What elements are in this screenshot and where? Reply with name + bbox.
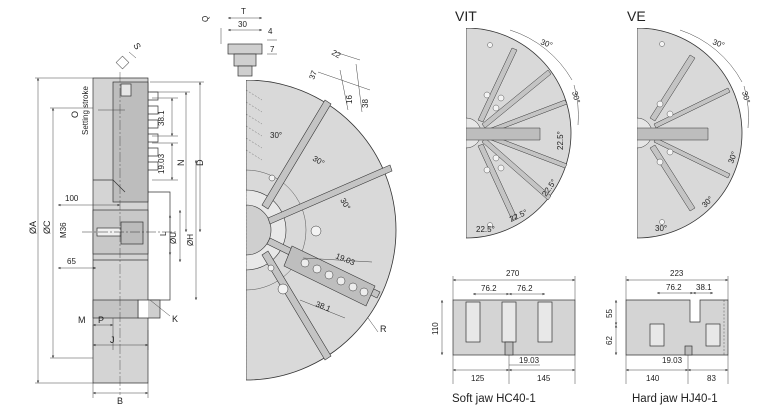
- soft-dim-270: 270: [506, 269, 520, 278]
- vit-angle-30-b: 30°: [570, 90, 582, 104]
- vit-angle-22-5-d: 22.5°: [476, 225, 495, 234]
- soft-dim-110: 110: [431, 322, 440, 335]
- dim-19-03: 19.03: [157, 153, 166, 174]
- dim-m: M: [78, 315, 86, 325]
- label-setting-stroke: Setting stroke: [81, 86, 90, 135]
- hard-jaw-drawing: 223 76.2 38.1 55 62 19.03 140 83 Hard ja…: [605, 269, 729, 405]
- ve-angle-30-b: 30°: [740, 90, 752, 104]
- section-labels: ØA ØC 100 M36 65 M P J B K S O Setting s…: [28, 41, 205, 406]
- hard-dim-38-1: 38.1: [696, 283, 712, 292]
- soft-dim-76-2-b: 76.2: [517, 284, 533, 293]
- dim-b: B: [117, 396, 123, 406]
- dim-k: K: [172, 314, 178, 324]
- dim-100: 100: [65, 194, 79, 203]
- hard-dim-62: 62: [605, 336, 614, 345]
- hard-dim-140: 140: [646, 374, 660, 383]
- angle-30-a: 30°: [270, 131, 282, 140]
- section-dimensions: [35, 51, 204, 398]
- dim-65: 65: [67, 257, 76, 266]
- dim-38: 38: [361, 99, 370, 108]
- soft-dim-145: 145: [537, 374, 551, 383]
- soft-dim-125: 125: [471, 374, 485, 383]
- dim-u: ØU: [169, 232, 178, 244]
- dim-n: N: [176, 160, 186, 167]
- dim-37: 37: [307, 69, 319, 81]
- label-o: O: [70, 111, 80, 118]
- dim-30: 30: [238, 20, 247, 29]
- dim-7: 7: [270, 45, 275, 54]
- hard-dim-19-03: 19.03: [662, 356, 683, 365]
- hard-dim-55: 55: [605, 309, 614, 318]
- vit-title: VIT: [455, 8, 477, 24]
- dim-p: P: [98, 315, 104, 325]
- dim-j: J: [110, 335, 115, 345]
- ve-angle-30-c: 30°: [726, 150, 739, 164]
- dim-m36: M36: [59, 222, 68, 238]
- hard-dim-223: 223: [670, 269, 684, 278]
- hard-dim-83: 83: [707, 374, 716, 383]
- dim-d: D: [195, 159, 205, 166]
- front-view: Q T 30 4 7 22 37 16 38 30° 30° 30° 19.03…: [201, 7, 397, 381]
- dim-l: L: [159, 231, 168, 236]
- dim-r: R: [380, 324, 387, 334]
- dim-h: ØH: [186, 234, 195, 246]
- ve-angle-30-e: 30°: [655, 224, 667, 233]
- ve-angle-30-a: 30°: [711, 37, 725, 50]
- vit-angle-30-a: 30°: [539, 37, 553, 50]
- dim-a: ØA: [28, 221, 38, 234]
- soft-jaw-drawing: 270 76.2 76.2 110 19.03 125 145 Soft jaw…: [431, 269, 576, 405]
- dim-4: 4: [268, 27, 273, 36]
- dim-38-1: 38.1: [157, 110, 166, 126]
- hard-jaw-caption: Hard jaw HJ40-1: [632, 393, 718, 405]
- soft-dim-76-2-a: 76.2: [481, 284, 497, 293]
- dim-s: S: [131, 41, 143, 51]
- ve-view: VE 30° 30° 30° 30° 30°: [627, 8, 752, 239]
- soft-dim-19-03: 19.03: [519, 356, 540, 365]
- vit-view: VIT 30° 30° 22.5° 22: [455, 8, 582, 239]
- section-view: [82, 72, 178, 395]
- dim-22: 22: [330, 48, 343, 61]
- dim-c: ØC: [42, 220, 52, 234]
- ve-title: VE: [627, 8, 646, 24]
- vit-angle-22-5-a: 22.5°: [556, 131, 565, 150]
- dim-16: 16: [345, 95, 354, 104]
- soft-jaw-caption: Soft jaw HC40-1: [452, 393, 536, 405]
- dim-q: Q: [201, 16, 210, 22]
- dim-t: T: [241, 7, 246, 16]
- hard-dim-76-2: 76.2: [666, 283, 682, 292]
